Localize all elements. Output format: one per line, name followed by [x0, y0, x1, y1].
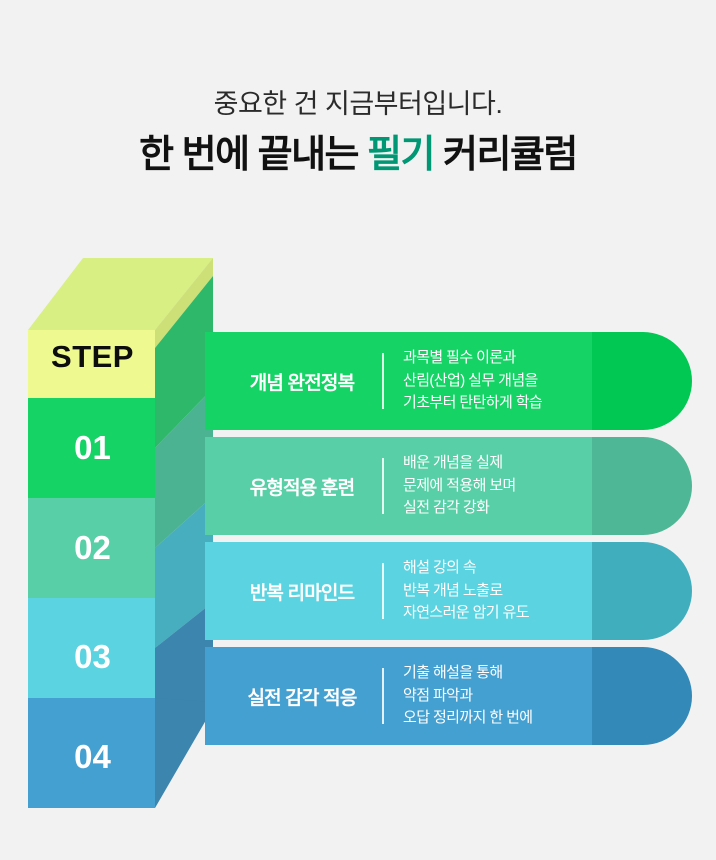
row-3-bar — [205, 542, 592, 640]
row-3-desc-line-3: 자연스러운 암기 유도 — [403, 604, 530, 622]
heading-title-highlight: 필기 — [367, 134, 435, 177]
row-1-desc-line-3: 기초부터 탄탄하게 학습 — [403, 394, 543, 412]
row-4-title: 실전 감각 적응 — [247, 687, 357, 709]
heading-title: 한 번에 끝내는 필기 커리큘럼 — [0, 134, 716, 178]
row-4-divider — [382, 668, 384, 724]
heading-subtitle: 중요한 건 지금부터입니다. — [213, 89, 503, 119]
block-step-panel — [28, 330, 155, 398]
row-2-desc-line-1: 배운 개념을 실제 — [403, 453, 503, 471]
row-4-bar — [205, 647, 592, 745]
row-1-description: 과목별 필수 이론과 산림(산업) 실무 개념을 기초부터 탄탄하게 학습 — [403, 332, 543, 430]
block-segment-01 — [28, 398, 155, 498]
row-2-desc-line-3: 실전 감각 강화 — [403, 499, 490, 517]
block-side-03b — [155, 596, 213, 648]
row-1-desc-line-1: 과목별 필수 이론과 — [403, 348, 516, 366]
row-3-desc-line-1: 해설 강의 속 — [403, 558, 477, 576]
row-1-bar — [205, 332, 592, 430]
block-top-face — [28, 258, 213, 330]
block-side-02b — [155, 488, 213, 548]
heading-title-after: 커리큘럼 — [433, 134, 578, 177]
row-4-icon-capsule — [592, 647, 692, 745]
row-2-title: 유형적용 훈련 — [249, 477, 355, 499]
block-segment-04 — [28, 698, 155, 808]
row-2-desc-line-2: 문제에 적용해 보며 — [403, 476, 516, 494]
row-3-description: 해설 강의 속 반복 개념 노출로 자연스러운 암기 유도 — [403, 542, 530, 640]
heading-title-before: 한 번에 끝내는 — [139, 134, 368, 177]
block-top-side — [155, 258, 213, 348]
row-4-desc-line-2: 약점 파악과 — [403, 686, 473, 704]
row-4-desc-line-1: 기출 해설을 통해 — [403, 663, 503, 681]
row-3-icon-capsule — [592, 542, 692, 640]
row-3-divider — [382, 563, 384, 619]
row-3-title: 반복 리마인드 — [249, 582, 355, 604]
block-side-01b — [155, 376, 213, 448]
row-2-icon-capsule — [592, 437, 692, 535]
block-side-04b — [155, 698, 213, 808]
heading-group: 중요한 건 지금부터입니다. 한 번에 끝내는 필기 커리큘럼 — [0, 88, 716, 178]
row-4-description: 기출 해설을 통해 약점 파악과 오답 정리까지 한 번에 — [403, 647, 533, 745]
row-2-divider — [382, 458, 384, 514]
row-1-divider — [382, 353, 384, 409]
row-2-bar — [205, 437, 592, 535]
row-1-icon-capsule — [592, 332, 692, 430]
row-1-desc-line-2: 산림(산업) 실무 개념을 — [403, 371, 538, 389]
row-3-desc-line-2: 반복 개념 노출로 — [403, 581, 503, 599]
block-segment-03 — [28, 598, 155, 698]
row-2-description: 배운 개념을 실제 문제에 적용해 보며 실전 감각 강화 — [403, 437, 516, 535]
step-block-3d — [28, 258, 213, 810]
block-segment-02 — [28, 498, 155, 598]
row-4-desc-line-3: 오답 정리까지 한 번에 — [403, 709, 533, 727]
row-1-title: 개념 완전정복 — [249, 372, 355, 394]
